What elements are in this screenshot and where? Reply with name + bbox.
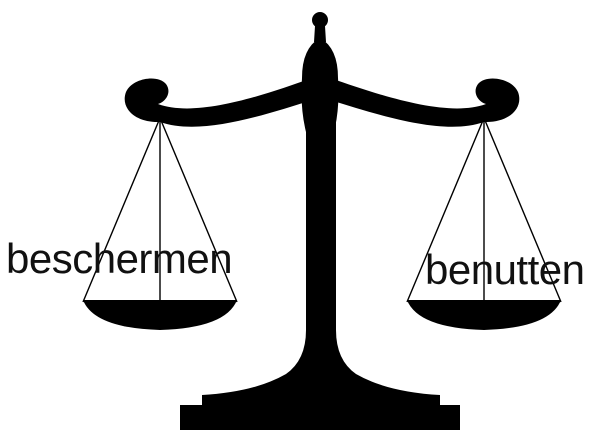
left-pan [83,300,237,330]
scale-column [306,110,336,340]
right-pan-label: benutten [425,249,585,291]
left-pan-label: beschermen [6,238,232,280]
scale-beam-right [330,78,519,127]
scale-beam [125,78,312,127]
scale-base [180,405,460,430]
right-pan [407,300,561,330]
scale-finial [312,12,328,28]
